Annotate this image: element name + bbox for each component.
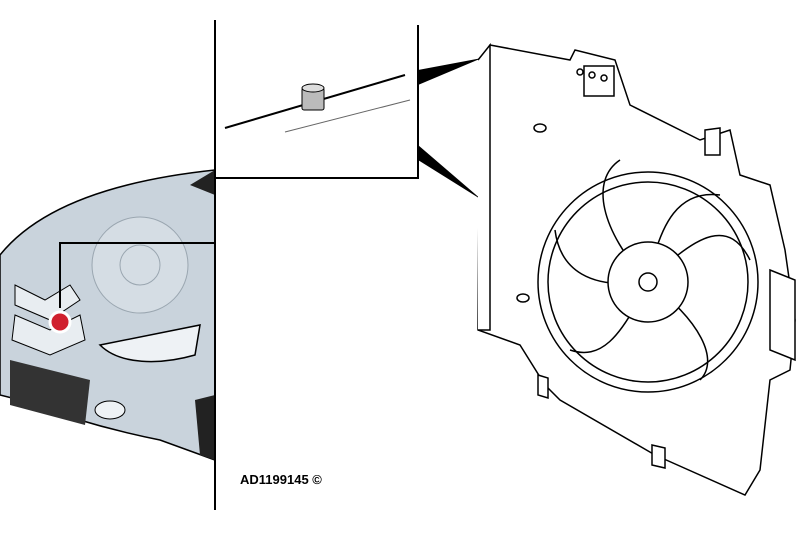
car-front-illustration [0, 169, 216, 462]
location-marker [48, 310, 72, 334]
cooling-fan-assembly [477, 42, 796, 496]
detail-inset [215, 25, 482, 200]
reference-code: AD1199145 © [240, 472, 322, 487]
locating-pin [301, 83, 325, 111]
